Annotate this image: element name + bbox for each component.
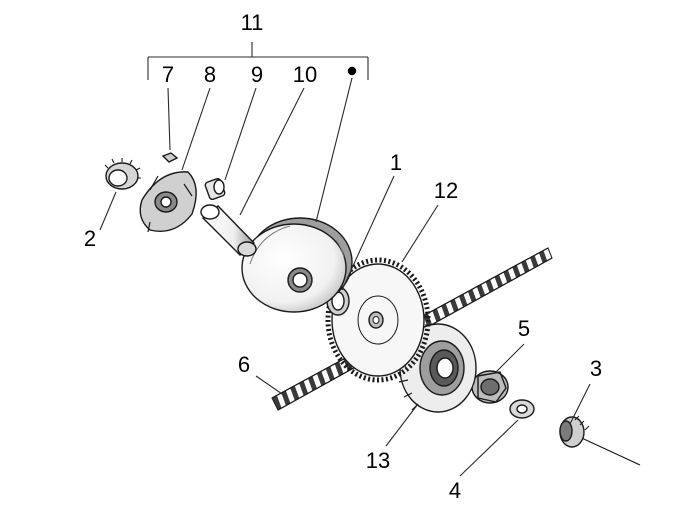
group-bracket-11	[147, 42, 369, 80]
callout-1: 1	[390, 150, 402, 175]
slider-piece	[161, 152, 179, 163]
callout-8: 8	[204, 62, 216, 87]
callout-12: 12	[434, 178, 458, 203]
roller	[204, 177, 226, 201]
movable-drive-half	[241, 217, 353, 313]
callout-6: 6	[238, 352, 250, 377]
callout-5: 5	[518, 316, 530, 341]
drive-shaft	[559, 415, 641, 466]
callout-10: 10	[293, 62, 317, 87]
callout-7: 7	[162, 62, 174, 87]
ramp-plate	[139, 171, 197, 233]
nut	[509, 399, 535, 419]
clutch-hub	[471, 370, 509, 404]
callout-9: 9	[251, 62, 263, 87]
callout-11: 11	[241, 10, 264, 35]
callout-4: 4	[449, 478, 461, 503]
gear-bushing	[104, 158, 141, 190]
bullet-marker	[347, 66, 357, 76]
callout-13: 13	[366, 448, 390, 473]
bushing-tube	[200, 204, 257, 257]
callout-3: 3	[590, 356, 602, 381]
leader-lines	[99, 77, 591, 477]
toothed-pulley	[325, 257, 431, 383]
callout-labels: 11 7 8 9 10 2 1 12 5 3 6 13 4	[84, 10, 602, 503]
callout-2: 2	[84, 226, 96, 251]
